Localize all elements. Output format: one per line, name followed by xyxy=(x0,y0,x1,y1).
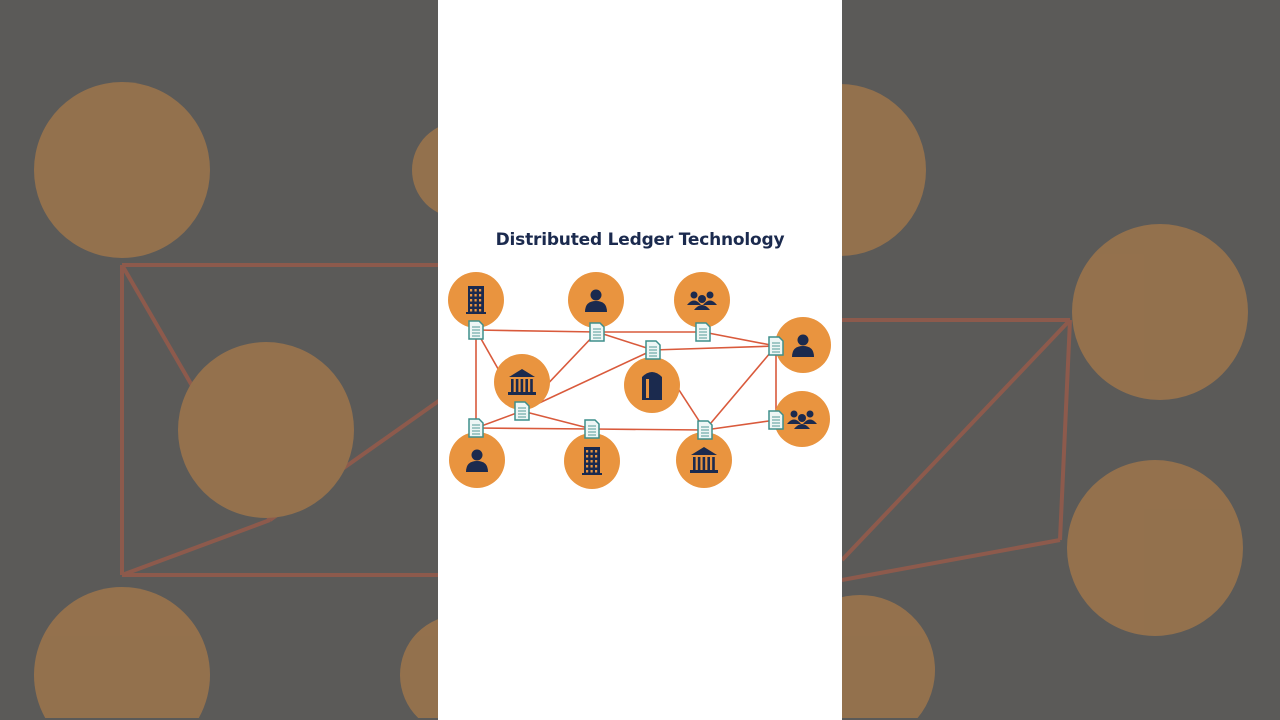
group-icon xyxy=(787,410,817,429)
ledger-connection xyxy=(596,331,654,351)
ledger-connection xyxy=(704,345,777,431)
document-icon xyxy=(468,418,484,438)
network-node xyxy=(774,391,830,447)
network-node xyxy=(674,272,730,328)
network-node xyxy=(448,272,504,328)
document-icon xyxy=(514,401,530,421)
document-icon xyxy=(645,340,661,360)
office-building-icon xyxy=(582,447,602,475)
bank-icon xyxy=(690,447,718,473)
diagram-title: Distributed Ledger Technology xyxy=(495,230,785,250)
document-icon xyxy=(584,419,600,439)
ledger-connection xyxy=(475,427,593,430)
document-icon xyxy=(468,320,484,340)
ledger-connection xyxy=(591,428,706,431)
tower-icon xyxy=(642,372,662,400)
person-icon xyxy=(792,334,814,357)
document-icon xyxy=(768,410,784,430)
ledger-connection xyxy=(521,349,654,412)
ledger-connection xyxy=(475,329,598,333)
network-node xyxy=(568,272,624,328)
group-icon xyxy=(687,291,717,310)
bank-icon xyxy=(508,369,536,395)
network-node xyxy=(624,357,680,413)
ledger-connection xyxy=(702,331,777,347)
network-node xyxy=(676,432,732,488)
document-icon xyxy=(697,420,713,440)
video-frame: Distributed Ledger Technology xyxy=(438,0,842,720)
person-icon xyxy=(466,449,488,472)
document-icon xyxy=(589,322,605,342)
office-building-icon xyxy=(466,286,486,314)
network-node xyxy=(775,317,831,373)
network-node xyxy=(449,432,505,488)
ledger-network-diagram xyxy=(448,272,831,489)
person-icon xyxy=(585,289,607,312)
ledger-connection xyxy=(704,419,777,431)
ledger-connection xyxy=(652,345,777,351)
ledger-connection xyxy=(521,410,593,430)
document-icon xyxy=(768,336,784,356)
document-icon xyxy=(695,322,711,342)
network-node xyxy=(494,354,550,410)
network-node xyxy=(564,433,620,489)
